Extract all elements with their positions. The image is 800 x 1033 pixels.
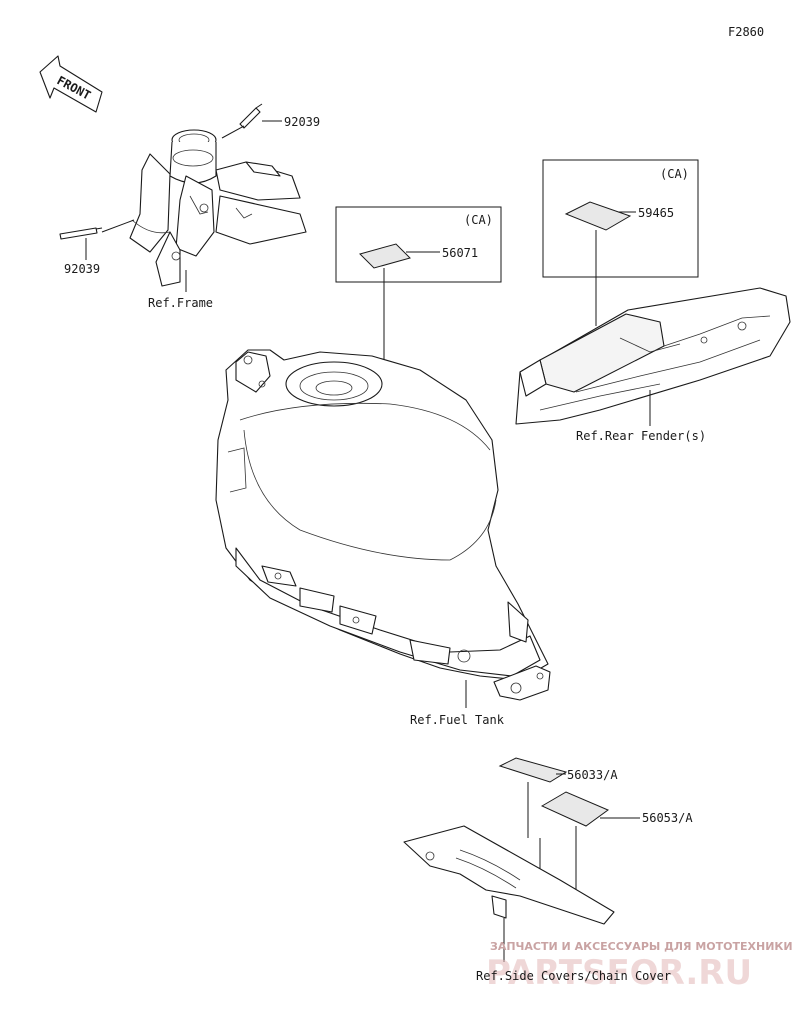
- figure-code: F2860: [728, 25, 764, 39]
- fender-label-decal-icon: [564, 201, 632, 231]
- bolt-lower-icon: [59, 227, 103, 240]
- ref-fuel-tank-label: Ref.Fuel Tank: [410, 713, 505, 727]
- ref-frame-label: Ref.Frame: [148, 296, 213, 310]
- tank-label-box: [335, 206, 502, 283]
- cover-label-b-decal-icon: [540, 791, 610, 827]
- cover-label-a-decal-icon: [498, 757, 568, 783]
- ref-rear-fender-label: Ref.Rear Fender(s): [576, 429, 706, 443]
- frame-illustration: [129, 129, 307, 287]
- bolt-upper-icon: [239, 103, 263, 129]
- part-number-label-cover-b: 56053/A: [642, 811, 693, 825]
- part-number-label-fender: 59465: [638, 206, 674, 220]
- watermark-tagline: ЗАПЧАСТИ И АКСЕССУАРЫ ДЛЯ МОТОТЕХНИКИ: [490, 940, 793, 953]
- ref-side-covers-label: Ref.Side Covers/Chain Cover: [476, 969, 671, 983]
- tank-box-region-tag: (CA): [464, 213, 493, 227]
- part-number-label-tank: 56071: [442, 246, 478, 260]
- rear-fender-illustration: [515, 287, 791, 425]
- part-number-bolt-upper: 92039: [284, 115, 320, 129]
- tank-label-decal-icon: [359, 243, 411, 269]
- part-number-label-cover-a: 56033/A: [567, 768, 618, 782]
- watermark-brand: PARTSFOR.RU: [486, 953, 752, 993]
- front-arrow-icon: FRONT: [39, 55, 103, 113]
- part-number-bolt-lower: 92039: [64, 262, 100, 276]
- chain-cover-illustration: [403, 825, 615, 925]
- fender-box-region-tag: (CA): [660, 167, 689, 181]
- fender-label-box: [542, 159, 699, 278]
- fuel-tank-illustration: [215, 349, 551, 701]
